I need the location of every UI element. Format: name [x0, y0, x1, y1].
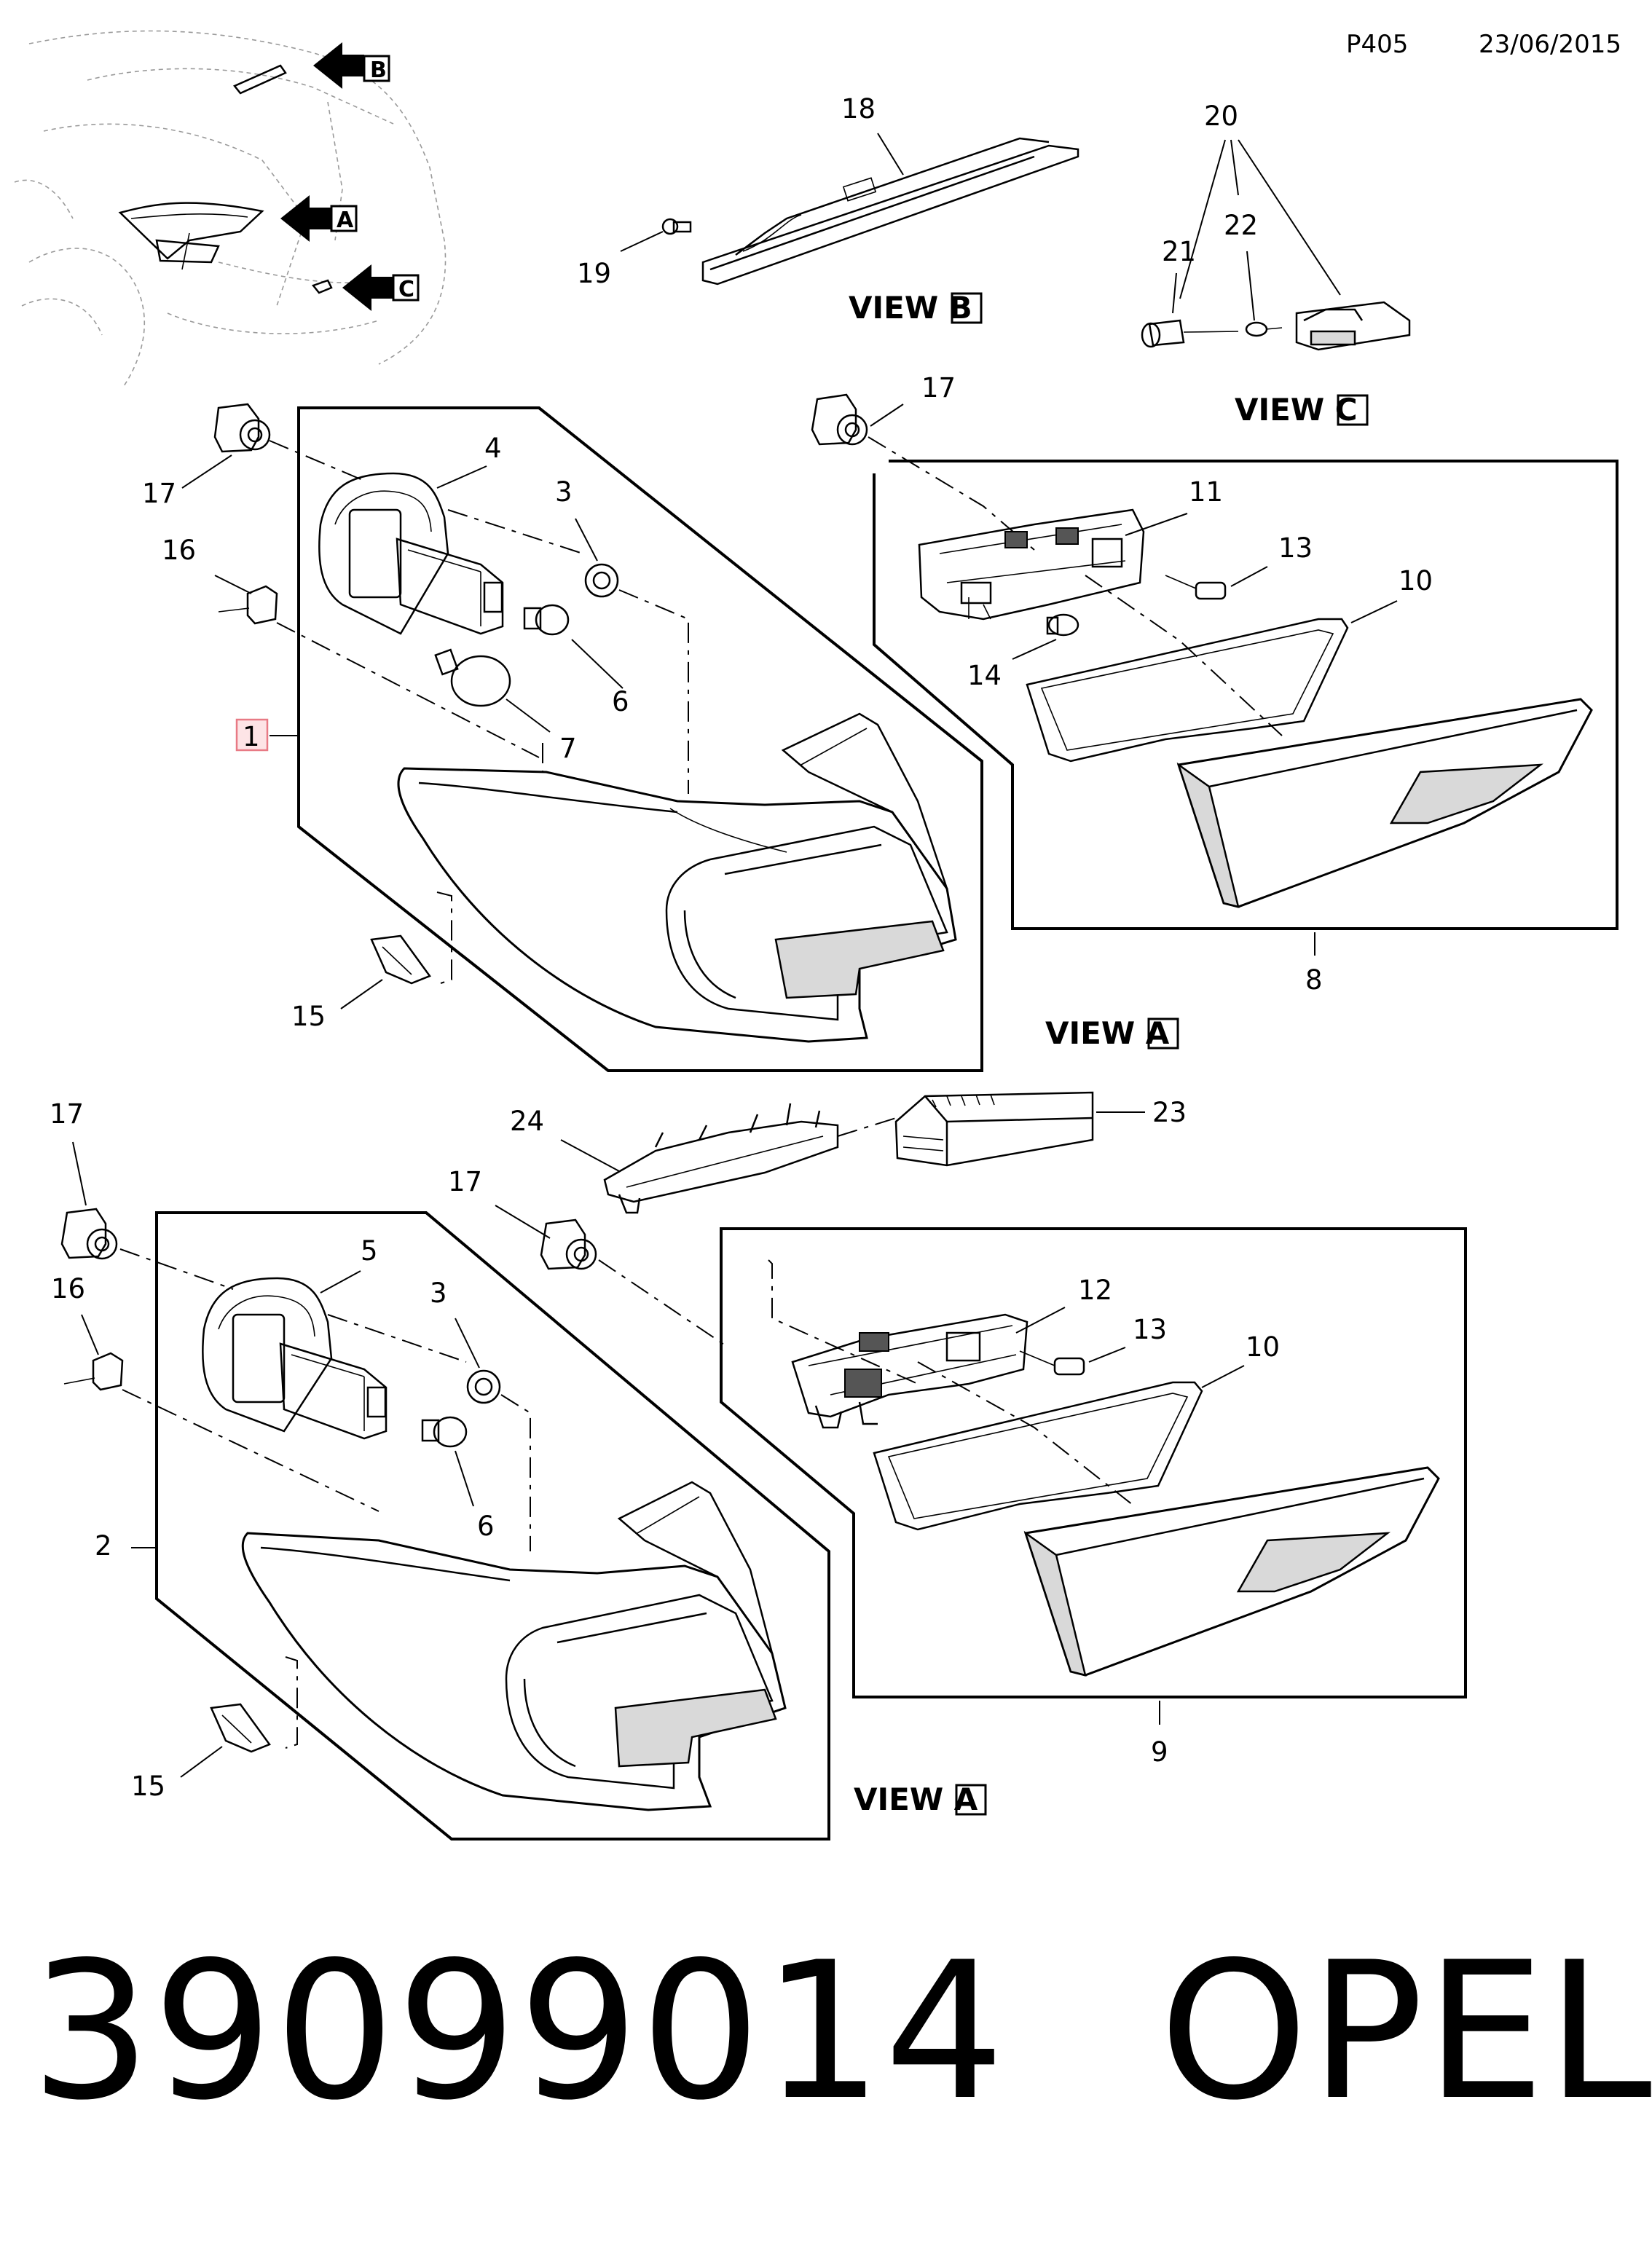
clip-17-d — [540, 1219, 597, 1270]
callout-5: 5 — [361, 1235, 378, 1267]
diagram-date: 23/06/2015 — [1479, 30, 1621, 59]
bulb-13-a — [1165, 575, 1227, 600]
callout-15-b: 15 — [131, 1771, 165, 1802]
callout-19: 19 — [577, 258, 611, 289]
tail-lamp-outer-2 — [241, 1481, 787, 1811]
view-c-licence-lamp — [1141, 301, 1411, 351]
callout-3-a: 3 — [555, 476, 573, 508]
view-b-stop-lamp — [661, 137, 1079, 286]
callout-1: 1 — [243, 721, 260, 752]
callout-16-a: 16 — [162, 535, 196, 566]
callout-3-b: 3 — [430, 1277, 447, 1309]
highlight-box-1 — [235, 718, 269, 752]
bulb-holder-4 — [318, 472, 504, 635]
callout-17-b: 17 — [921, 372, 956, 403]
group-box-8 — [873, 460, 1618, 930]
washer-3-b — [466, 1369, 501, 1404]
gasket-10-a — [1026, 618, 1349, 763]
page-code: P405 — [1346, 30, 1408, 59]
locator-label-c: C — [398, 277, 414, 302]
bulb-6-b — [421, 1416, 468, 1448]
view-b-label: VIEW B — [849, 290, 972, 326]
group-box-2 — [155, 1211, 830, 1841]
view-a-letter-box-2 — [955, 1784, 987, 1816]
clip-17-b — [811, 393, 868, 446]
clip-17-a — [213, 403, 271, 453]
bulb-7 — [434, 648, 511, 707]
callout-17-a: 17 — [142, 478, 176, 509]
control-module-23 — [894, 1091, 1094, 1167]
view-a-label-2: VIEW A — [854, 1782, 978, 1817]
locator-label-b: B — [370, 58, 387, 83]
callout-8: 8 — [1305, 964, 1323, 996]
callout-21: 21 — [1162, 236, 1196, 267]
callout-17-d: 17 — [448, 1166, 482, 1197]
bulb-13-b — [1019, 1350, 1085, 1376]
tail-lamp-outer-1 — [397, 712, 957, 1043]
clip-15-a — [370, 934, 431, 985]
callout-2: 2 — [95, 1530, 112, 1562]
callout-18: 18 — [841, 93, 876, 125]
callout-20: 20 — [1204, 101, 1238, 132]
clip-17-c — [60, 1208, 118, 1260]
brand-name: OPEL — [1159, 1922, 1652, 2142]
callout-23: 23 — [1152, 1097, 1187, 1128]
view-b-letter-box — [951, 292, 983, 324]
callout-16-b: 16 — [51, 1273, 85, 1304]
callout-6-a: 6 — [612, 686, 629, 717]
gasket-10-b — [873, 1381, 1203, 1531]
group-box-9 — [720, 1227, 1467, 1698]
view-c-letter-box — [1337, 394, 1369, 426]
clip-15-b — [210, 1703, 271, 1753]
bulb-6-a — [523, 604, 570, 636]
plug-16-b — [63, 1352, 124, 1391]
inner-lamp-8 — [1176, 698, 1593, 908]
part-number: 39099014 — [31, 1922, 1007, 2142]
callout-9: 9 — [1151, 1736, 1168, 1768]
view-a-letter-box-1 — [1147, 1017, 1179, 1050]
callout-7: 7 — [559, 733, 577, 764]
washer-3-a — [584, 563, 619, 598]
vehicle-locator-sketch: B A C — [14, 30, 447, 387]
callout-15-a: 15 — [291, 1001, 326, 1032]
callout-6-b: 6 — [477, 1511, 495, 1542]
connector-24 — [603, 1103, 839, 1214]
callout-12: 12 — [1078, 1275, 1112, 1306]
callout-11: 11 — [1189, 476, 1223, 508]
group-box-1 — [297, 406, 983, 1072]
circuit-board-12 — [791, 1313, 1028, 1429]
bulb-holder-5 — [202, 1277, 388, 1440]
plug-16-a — [218, 585, 278, 625]
inner-lamp-9 — [1023, 1466, 1440, 1677]
callout-22: 22 — [1224, 210, 1258, 241]
callout-4: 4 — [484, 433, 502, 464]
view-a-label-1: VIEW A — [1045, 1015, 1170, 1051]
callout-10-a: 10 — [1399, 565, 1433, 597]
callout-13-b: 13 — [1133, 1314, 1167, 1345]
callout-17-c: 17 — [50, 1098, 84, 1130]
callout-10-b: 10 — [1246, 1331, 1280, 1363]
callout-14: 14 — [967, 660, 1002, 691]
callout-24: 24 — [510, 1106, 544, 1137]
locator-label-a: A — [337, 208, 354, 233]
circuit-board-11 — [918, 508, 1145, 621]
bulb-14 — [1046, 613, 1079, 637]
callout-13-a: 13 — [1278, 532, 1313, 564]
